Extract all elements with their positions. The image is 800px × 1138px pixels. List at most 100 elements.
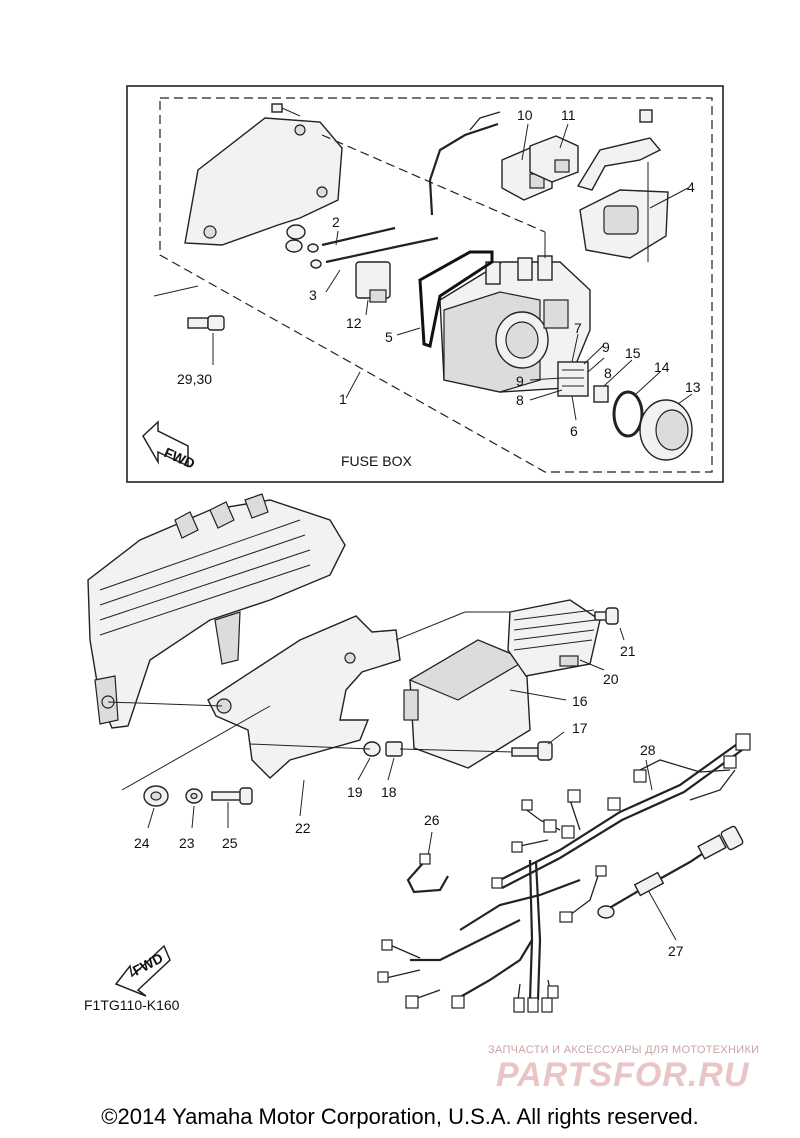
callout-8b: 8 <box>516 392 524 408</box>
leader-line <box>365 299 369 316</box>
callout-13: 13 <box>685 379 701 395</box>
leader-line <box>603 359 633 387</box>
cdi-unit-16 <box>403 639 531 769</box>
upper-wire-end <box>469 111 501 131</box>
callout-21: 21 <box>620 643 636 659</box>
callout-22: 22 <box>295 820 311 836</box>
upper-wire <box>428 122 499 216</box>
callout-4: 4 <box>687 179 695 195</box>
assembly-line <box>399 748 513 753</box>
fuse-block <box>557 361 589 397</box>
assembly-line <box>107 701 223 707</box>
leader-line <box>396 327 421 336</box>
fuse-box-frame <box>126 85 724 483</box>
callout-2: 2 <box>332 214 340 230</box>
callout-3: 3 <box>309 287 317 303</box>
callout-12: 12 <box>346 315 362 331</box>
box-title: FUSE BOX <box>341 453 412 469</box>
leader-line <box>635 371 661 395</box>
relay-12 <box>355 261 391 303</box>
leader-line <box>147 807 155 829</box>
bracket-hole <box>316 186 328 198</box>
leader-line <box>427 831 433 857</box>
leader-line <box>509 689 567 701</box>
leader-line <box>587 357 605 373</box>
leader-line <box>529 377 563 381</box>
engine-block <box>87 493 346 729</box>
leader-line <box>571 333 579 363</box>
bracket-hole <box>344 652 356 664</box>
fuse-cap-13 <box>639 399 693 461</box>
leader-line <box>559 123 569 149</box>
callout-29-30: 29,30 <box>177 371 212 387</box>
callout-26: 26 <box>424 812 440 828</box>
lead-wire-2 <box>321 226 396 247</box>
assembly-line <box>121 705 271 791</box>
callout-27: 27 <box>668 943 684 959</box>
callout-8a: 8 <box>604 365 612 381</box>
washer-23 <box>185 788 203 804</box>
lead-wire-3 <box>325 236 439 264</box>
callout-7: 7 <box>574 320 582 336</box>
callout-20: 20 <box>603 671 619 687</box>
bolt-21 <box>594 607 619 625</box>
cover-clamp <box>576 137 662 191</box>
callout-10: 10 <box>517 107 533 123</box>
callout-5: 5 <box>385 329 393 345</box>
callout-11: 11 <box>561 107 576 123</box>
bolt-icon <box>271 103 301 117</box>
rectifier-regulator-20 <box>507 599 601 677</box>
bracket-hole <box>203 225 217 239</box>
grommet-icon <box>285 224 322 269</box>
bracket-hole <box>294 124 306 136</box>
callout-19: 19 <box>347 784 363 800</box>
diagram-code: F1TG110-K160 <box>84 997 180 1013</box>
watermark-tagline: ЗАПЧАСТИ И АКСЕССУАРЫ ДЛЯ МОТОТЕХНИКИ <box>488 1044 760 1056</box>
leader-line <box>649 187 689 209</box>
callout-28: 28 <box>640 742 656 758</box>
leader-line <box>335 230 339 246</box>
wire-harness-28 <box>377 733 751 1013</box>
leader-line <box>547 731 565 745</box>
callout-14: 14 <box>654 359 670 375</box>
leader-line <box>647 889 677 941</box>
fuse-box-body <box>439 255 591 393</box>
cap-screw-icon <box>639 109 653 123</box>
copyright-notice: ©2014 Yamaha Motor Corporation, U.S.A. A… <box>101 1104 699 1129</box>
leader-line <box>583 344 605 365</box>
leader-line <box>325 269 341 293</box>
fwd-arrow-icon: FWD <box>142 420 197 472</box>
relay-11 <box>529 135 579 183</box>
collar-18 <box>385 741 403 757</box>
fuse-15 <box>593 385 609 403</box>
leader-line <box>579 659 605 671</box>
bolt-17 <box>511 741 553 761</box>
callout-25: 25 <box>222 835 238 851</box>
leader-line <box>677 393 693 405</box>
leader-line <box>191 805 195 829</box>
leader-line <box>299 779 305 817</box>
leader-line <box>357 757 371 781</box>
callout-6: 6 <box>570 423 578 439</box>
battery-lead-27 <box>597 825 744 919</box>
callout-1: 1 <box>339 391 347 407</box>
fuse-box-dashed-outline <box>159 97 713 473</box>
leader-line <box>387 757 395 781</box>
leader-line <box>645 759 653 791</box>
o-ring-14 <box>612 390 644 438</box>
leader-line <box>521 123 529 161</box>
callout-18: 18 <box>381 784 397 800</box>
callout-23: 23 <box>179 835 195 851</box>
assembly-line <box>321 134 546 233</box>
bolt-25 <box>211 787 253 805</box>
callout-16: 16 <box>572 693 588 709</box>
callout-9b: 9 <box>516 373 524 389</box>
fuse-box-cap-4 <box>579 189 669 259</box>
leader-line <box>529 389 563 401</box>
watermark-logo: PARTSFOR.RU <box>496 1056 750 1094</box>
gasket-5 <box>418 250 494 348</box>
leader-line <box>153 285 199 297</box>
leader-line <box>571 395 577 421</box>
fuse-box-bracket <box>184 117 343 246</box>
